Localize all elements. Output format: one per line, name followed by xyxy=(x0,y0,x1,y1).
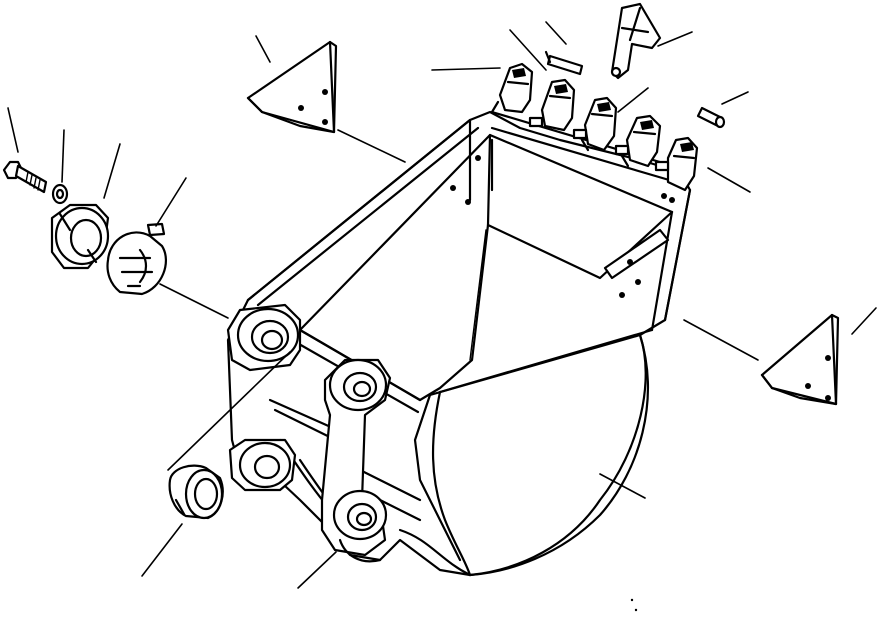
side-cutter-right xyxy=(760,313,840,406)
side-cutter-left xyxy=(246,40,338,134)
leader-lines xyxy=(7,21,877,589)
lock-pin-long xyxy=(544,50,584,76)
tooth-point xyxy=(610,2,662,80)
tooth-4 xyxy=(625,114,662,168)
pin-bosses xyxy=(226,303,392,563)
tooth-2 xyxy=(540,78,576,132)
nut-ring xyxy=(50,203,110,270)
tooth-row xyxy=(490,62,699,192)
tooth-3 xyxy=(583,96,618,152)
bolt xyxy=(2,160,48,194)
bucket-body xyxy=(226,110,692,612)
bushing xyxy=(168,464,224,520)
shim-plate xyxy=(106,222,167,296)
washer xyxy=(51,183,69,205)
tooth-1 xyxy=(498,62,534,114)
lock-pin-short xyxy=(696,106,726,129)
tooth-5 xyxy=(666,136,699,192)
